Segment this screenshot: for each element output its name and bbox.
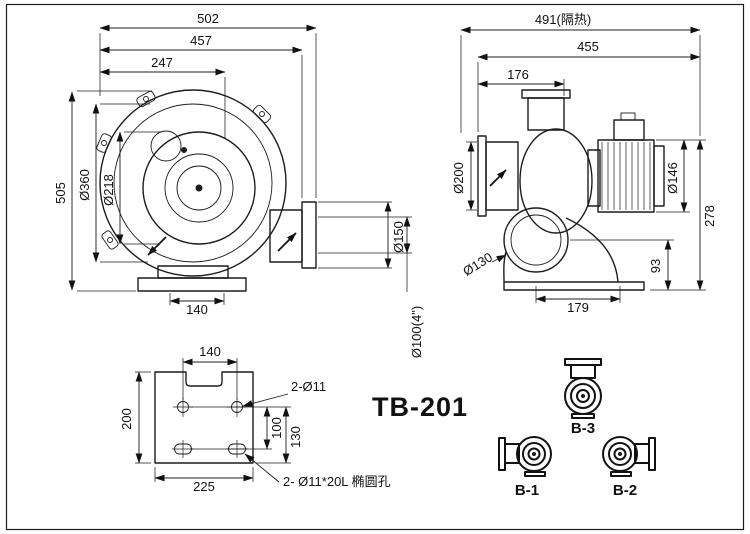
dim-label-247: 247 — [151, 55, 173, 70]
motor-end-bell — [653, 145, 665, 207]
outlet-flange — [301, 201, 317, 269]
pedestal-base — [503, 281, 645, 291]
pedestal-curve-left — [503, 251, 507, 283]
dim-label-93: 93 — [648, 259, 663, 273]
dim-label-d146: Ø146 — [665, 162, 680, 194]
dim-label-d100: Ø100(4") — [409, 306, 424, 358]
label-slots: 2- Ø11*20L 椭圆孔 — [283, 474, 391, 489]
leader-slots — [244, 453, 280, 483]
side-view: 491(隔热) 455 176 Ø200 Ø146 278 93 Ø130 — [451, 12, 717, 315]
hub-inner-circle — [176, 165, 222, 211]
dim-label-d360: Ø360 — [77, 169, 92, 201]
bolt-dot — [181, 147, 187, 153]
scroll-side-profile — [519, 128, 593, 234]
motor-fins — [601, 142, 651, 210]
dim-label-491: 491(隔热) — [535, 12, 591, 27]
dim-label-176: 176 — [507, 67, 529, 82]
leader-d130 — [491, 254, 507, 263]
scroll-housing-inner — [113, 103, 273, 263]
label-b1: B-1 — [515, 482, 539, 499]
outlet-top-duct — [527, 97, 565, 131]
dim-label-d218: Ø218 — [101, 174, 116, 206]
label-b3: B-3 — [571, 420, 595, 437]
mounting-ear — [96, 133, 112, 153]
impeller-circle — [142, 131, 256, 245]
dim-label-140: 140 — [186, 302, 208, 317]
airflow-arrow — [147, 236, 167, 256]
dim-label-b100: 100 — [269, 417, 284, 439]
mounting-ear — [101, 230, 119, 250]
dim-label-502: 502 — [197, 11, 219, 26]
leader-holes — [242, 393, 289, 407]
base-foot — [137, 277, 247, 292]
pedestal-boss-inner — [510, 214, 562, 266]
pedestal-boss-outer — [503, 207, 569, 273]
mounting-ear — [252, 104, 272, 124]
airflow-arrow — [489, 169, 507, 187]
dim-label-b140: 140 — [199, 344, 221, 359]
orientation-views: B-3 B-1 B-2 — [498, 358, 656, 499]
shaft-center-dot — [195, 184, 203, 192]
dim-label-b200: 200 — [119, 408, 134, 430]
inlet-duct — [485, 141, 519, 211]
dim-label-278: 278 — [702, 205, 717, 227]
pedestal-curve-right — [565, 217, 619, 283]
motor-bracket — [587, 149, 601, 207]
dim-label-b130: 130 — [288, 426, 303, 448]
dim-label-457: 457 — [190, 33, 212, 48]
hub-circle — [164, 153, 234, 223]
dim-label-d200: Ø200 — [451, 162, 466, 194]
dim-label-b225: 225 — [193, 479, 215, 494]
dim-label-455: 455 — [577, 39, 599, 54]
orientation-b2: B-2 — [602, 436, 656, 499]
inlet-port-circle — [150, 130, 182, 162]
sheet-border — [5, 3, 745, 531]
scroll-housing-outer — [99, 89, 287, 277]
label-b2: B-2 — [613, 482, 637, 499]
orientation-b1: B-1 — [498, 436, 552, 499]
model-title: TB-201 — [372, 392, 468, 422]
base-plate-view: 140 200 225 100 130 2-Ø11 2- Ø11*20L 椭圆孔 — [119, 344, 391, 494]
mounting-ear — [136, 90, 156, 108]
dim-label-505: 505 — [53, 182, 68, 204]
dim-label-179: 179 — [567, 300, 589, 315]
dim-label-d150: Ø150 — [391, 221, 406, 253]
front-view: 502 457 247 505 Ø360 Ø218 140 Ø150 — [53, 11, 424, 358]
airflow-arrow — [277, 232, 297, 252]
label-holes: 2-Ø11 — [291, 379, 326, 394]
orientation-b3: B-3 — [564, 358, 602, 437]
base-plate-outline — [154, 371, 254, 464]
terminal-box-cap — [620, 112, 636, 121]
